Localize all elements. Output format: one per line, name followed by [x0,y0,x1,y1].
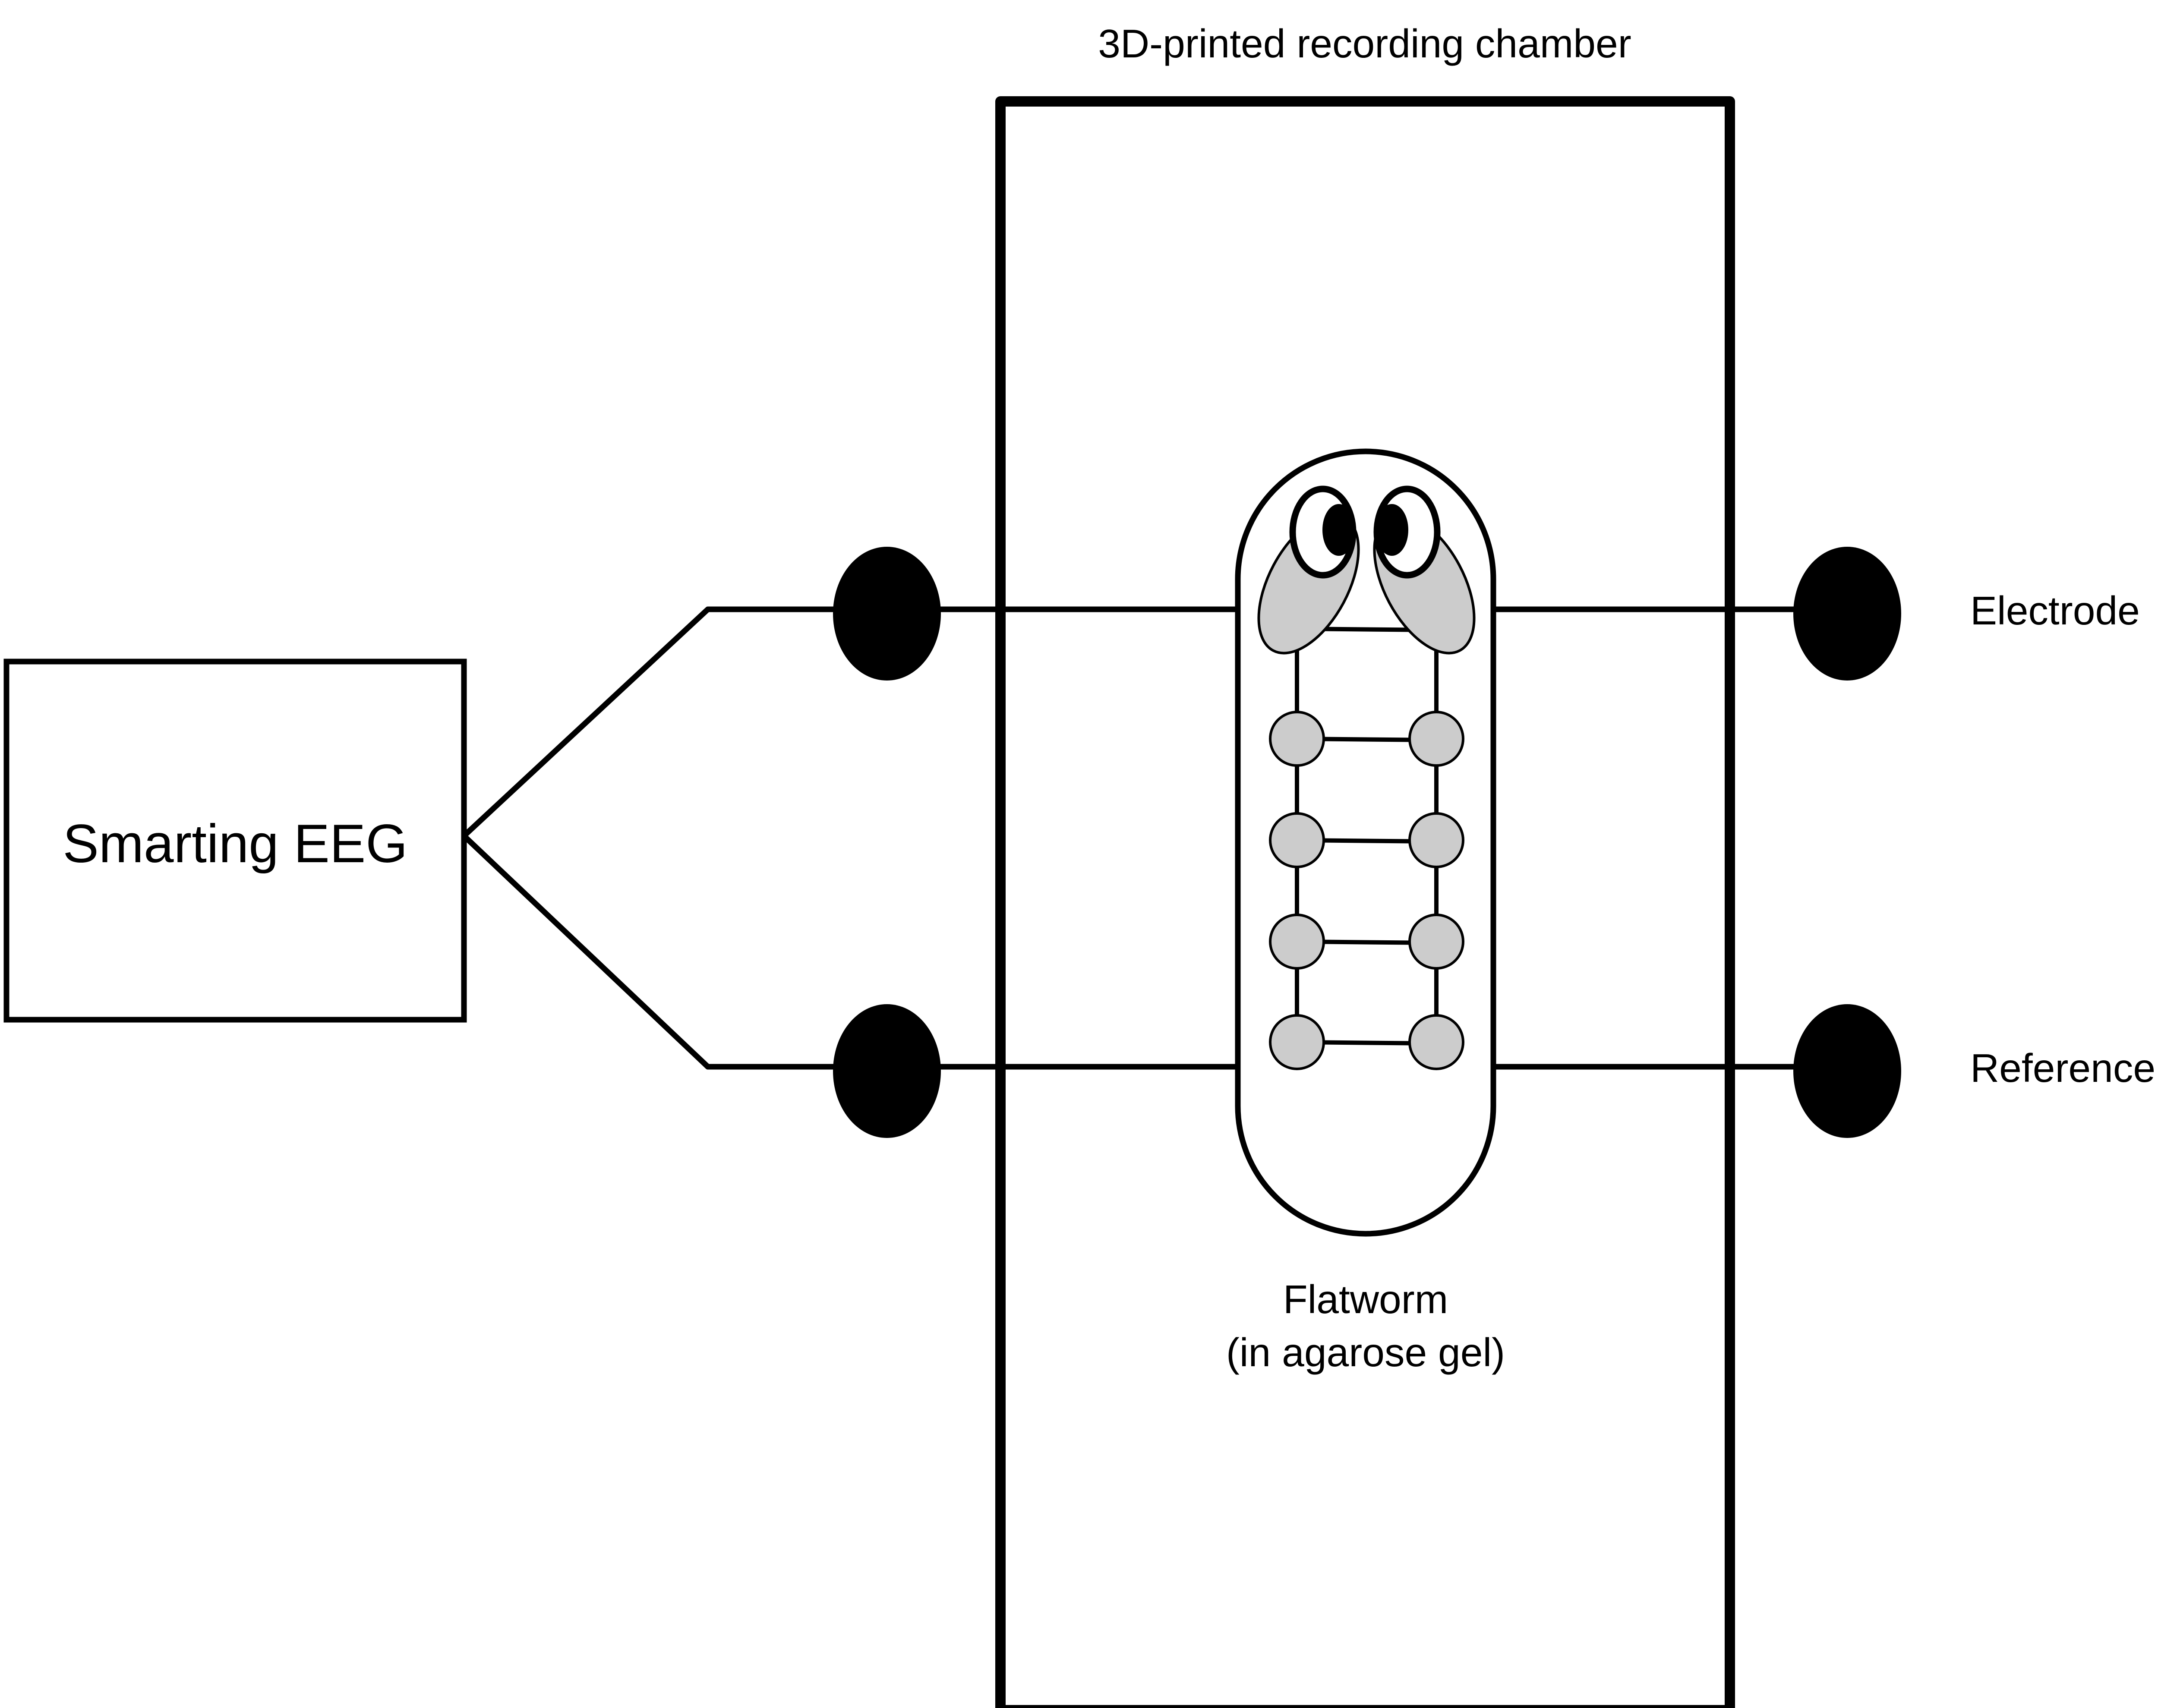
eeg-electrode-wire [461,606,890,839]
ganglion [1269,1014,1325,1070]
flatworm-sublabel: (in agarose gel) [1226,1330,1505,1375]
ganglion [1408,812,1464,868]
flatworm-label: Flatworm [1283,1277,1448,1322]
electrode-label: Electrode [1970,588,2140,633]
ganglion [1269,812,1325,868]
reference-contact-right [1793,1004,1901,1138]
eeg-reference-wire [461,833,890,1070]
chamber-title: 3D-printed recording chamber [1098,21,1631,66]
reference-contact-left [833,1004,941,1138]
reference-label: Reference [1970,1046,2155,1090]
ganglion [1408,914,1464,970]
electrode-contact-left [833,547,941,681]
ganglion [1269,914,1325,970]
eeg-device-box [3,659,467,1023]
ganglion [1269,711,1325,767]
recording-chamber [995,96,1735,1708]
eeg-device-label: Smarting EEG [63,814,408,874]
electrode-contact-right [1793,547,1901,681]
eyespot-right-pupil [1376,504,1408,556]
ganglion [1408,1014,1464,1070]
flatworm [1235,448,1496,1237]
eyespot-left-pupil [1322,504,1355,556]
ganglion [1408,711,1464,767]
